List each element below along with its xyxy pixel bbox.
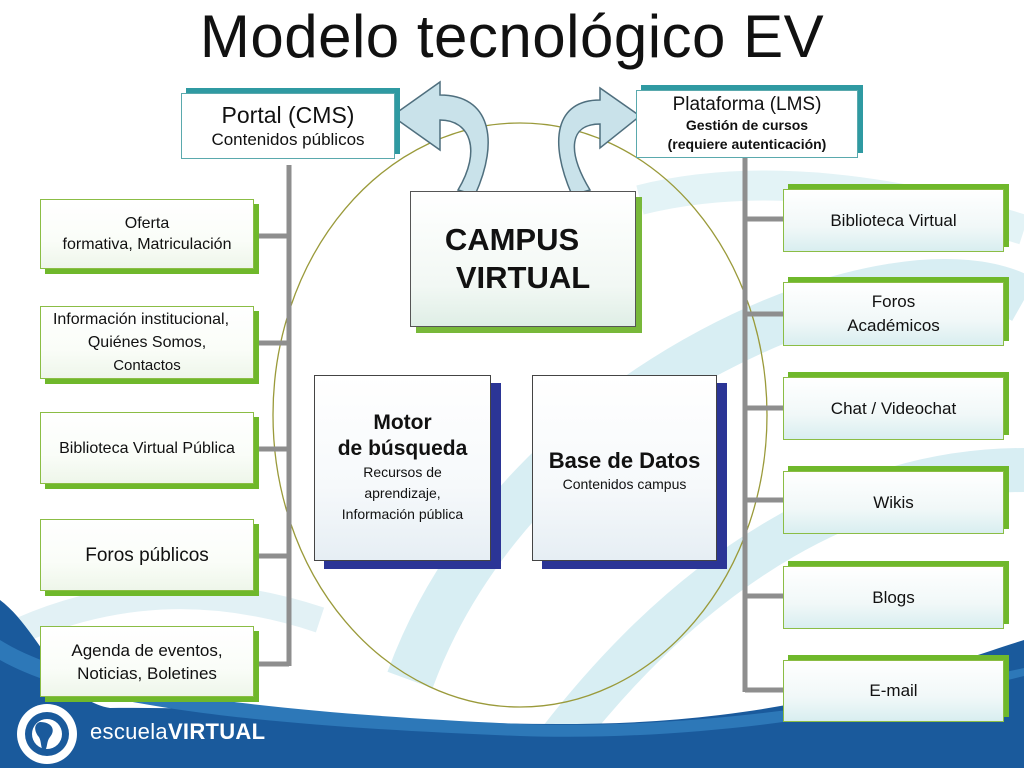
left-item-line: Biblioteca Virtual Pública — [59, 439, 235, 457]
left-item-line: Oferta — [124, 215, 170, 232]
left-item-oferta: Oferta formativa, Matriculación — [40, 199, 254, 269]
left-item-line: Noticias, Boletines — [77, 663, 217, 683]
arrow-to-plataforma — [557, 86, 642, 196]
background-swirl-left — [0, 583, 325, 652]
right-item-chat: Chat / Videochat — [783, 377, 1004, 440]
slide-title: Modelo tecnológico EV — [199, 3, 825, 70]
portal-cms-box: Portal (CMS) Contenidos públicos — [181, 93, 395, 159]
footer-wave — [0, 600, 1024, 768]
escuela-virtual-logo: escuelaVIRTUAL — [90, 719, 265, 745]
left-item-line: Foros públicos — [85, 544, 209, 566]
motor-line-2: aprendizaje, — [364, 485, 441, 501]
left-item-agenda: Agenda de eventos, Noticias, Boletines — [40, 626, 254, 697]
logo-emblem — [17, 704, 77, 764]
right-item-email: E-mail — [783, 660, 1004, 722]
logo-bold: VIRTUAL — [167, 719, 266, 744]
plataforma-lms-title: Plataforma (LMS) — [672, 94, 822, 115]
left-item-line: Quiénes Somos, — [87, 334, 207, 351]
arrow-to-portal — [390, 80, 489, 196]
left-item-foros-publicos: Foros públicos — [40, 519, 254, 591]
right-item-blogs: Blogs — [783, 566, 1004, 629]
right-item-biblioteca-virtual: Biblioteca Virtual — [783, 189, 1004, 252]
base-datos-box: Base de Datos Contenidos campus — [532, 375, 717, 561]
motor-title-1: Motor — [373, 411, 432, 434]
base-subtitle: Contenidos campus — [562, 476, 687, 492]
right-item-line: Chat / Videochat — [830, 398, 957, 418]
base-title: Base de Datos — [548, 448, 701, 473]
right-item-line: Académicos — [847, 316, 940, 335]
footer-wave-highlight — [0, 640, 1024, 737]
portal-cms-subtitle: Contenidos públicos — [211, 130, 365, 149]
left-item-line: Contactos — [113, 357, 181, 374]
motor-title-2: de búsqueda — [337, 437, 468, 460]
right-item-wikis: Wikis — [783, 471, 1004, 534]
left-connector-tree — [258, 165, 292, 667]
motor-busqueda-box: Motor de búsqueda Recursos de aprendizaj… — [314, 375, 491, 561]
right-item-line: E-mail — [869, 681, 918, 700]
plataforma-lms-line1: Gestión de cursos — [685, 117, 809, 133]
left-item-informacion: Información institucional, Quiénes Somos… — [40, 306, 254, 379]
portal-cms-title: Portal (CMS) — [221, 102, 355, 128]
campus-line1: CAMPUS — [444, 222, 580, 257]
campus-virtual-box: CAMPUS VIRTUAL — [410, 191, 636, 327]
left-item-biblioteca-publica: Biblioteca Virtual Pública — [40, 412, 254, 484]
right-item-line: Biblioteca Virtual — [830, 210, 957, 230]
left-item-line: Agenda de eventos, — [71, 640, 223, 660]
right-item-line: Wikis — [873, 492, 914, 512]
plataforma-lms-box: Plataforma (LMS) Gestión de cursos (requ… — [636, 90, 858, 158]
right-item-line: Foros — [871, 292, 916, 311]
motor-line-3: Información pública — [341, 506, 464, 522]
right-item-foros-academicos: Foros Académicos — [783, 282, 1004, 346]
logo-prefix: escuela — [90, 719, 168, 744]
left-item-line: Información institucional, — [52, 311, 230, 328]
campus-ellipse — [272, 122, 768, 708]
motor-line-1: Recursos de — [363, 464, 442, 480]
right-item-line: Blogs — [872, 587, 915, 607]
right-connector-tree — [742, 155, 785, 693]
plataforma-lms-line2: (requiere autenticación) — [667, 136, 827, 152]
left-item-line: formativa, Matriculación — [62, 236, 232, 253]
campus-line2: VIRTUAL — [455, 260, 591, 295]
